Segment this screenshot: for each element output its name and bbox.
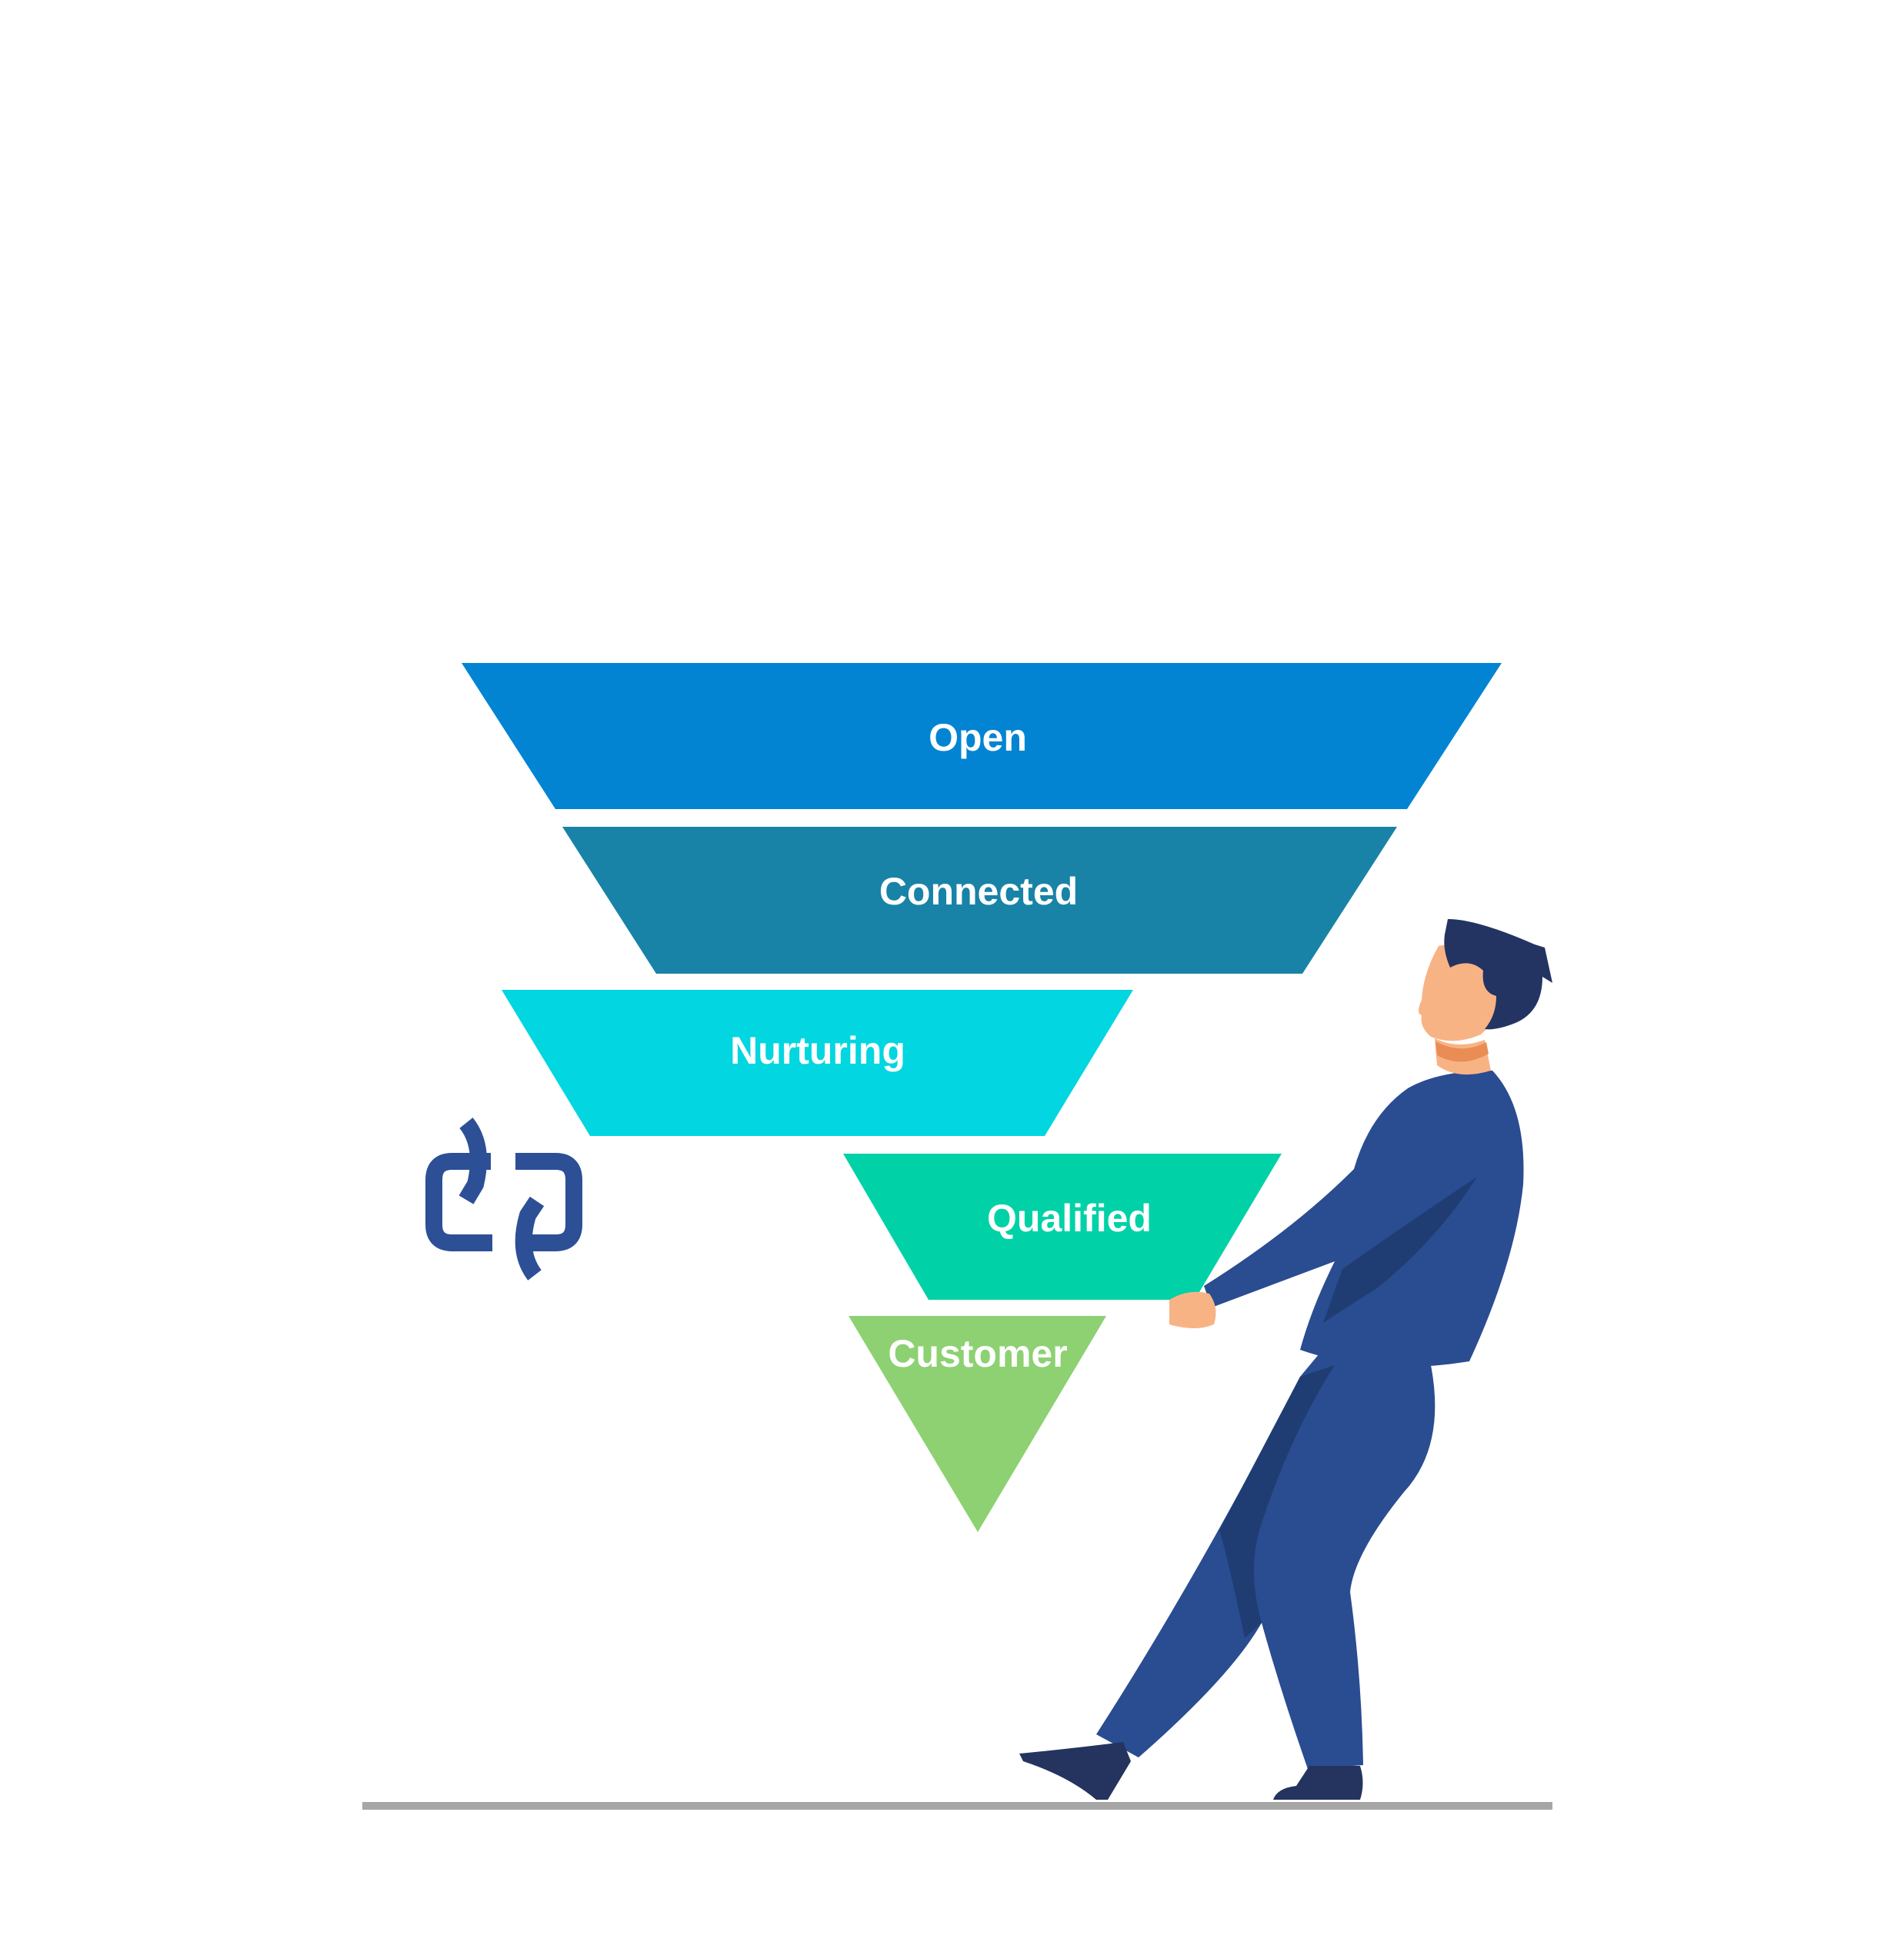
person-illustration: [1019, 919, 1552, 1800]
funnel-stage-open: Open: [462, 663, 1502, 809]
funnel-band-open: [462, 663, 1502, 809]
funnel-band-connected: [562, 827, 1397, 974]
funnel-band-qualified: [843, 1154, 1282, 1300]
cycle-arrows-icon: [425, 1118, 582, 1281]
funnel-label-qualified: Qualified: [987, 1197, 1152, 1240]
funnel-label-customer: Customer: [888, 1332, 1067, 1375]
funnel-stage-connected: Connected: [562, 827, 1397, 974]
funnel-stage-nurturing: Nurturing: [502, 990, 1133, 1136]
funnel: Open Connected Nurturing Qualified Custo…: [462, 663, 1502, 1532]
funnel-stage-customer: Customer: [849, 1316, 1106, 1532]
funnel-band-customer: [849, 1316, 1106, 1532]
funnel-label-open: Open: [929, 716, 1027, 759]
funnel-label-connected: Connected: [879, 870, 1078, 913]
funnel-stage-qualified: Qualified: [843, 1154, 1282, 1300]
funnel-band-nurturing: [502, 990, 1133, 1136]
funnel-label-nurturing: Nurturing: [730, 1029, 905, 1072]
